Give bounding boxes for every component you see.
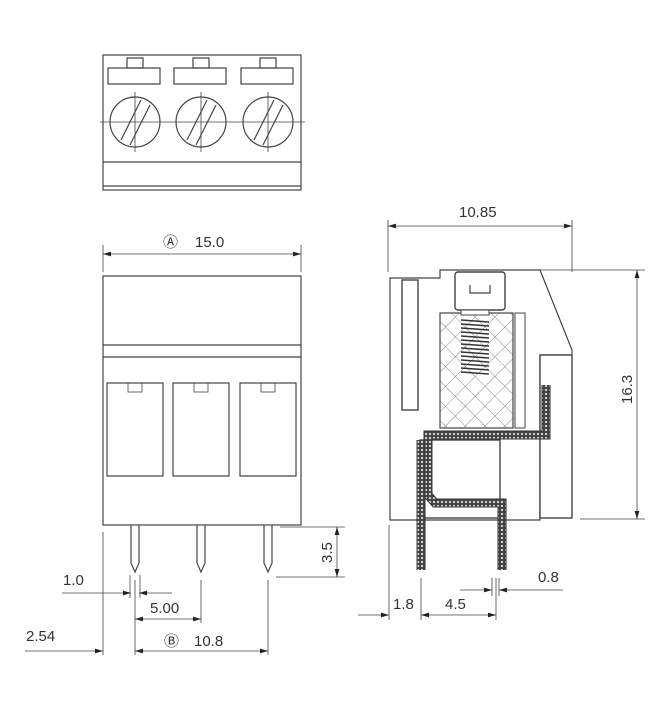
terminal-opening [173,67,227,85]
marker-a: Ⓐ [163,234,178,251]
dim-side-offset-label: 1.8 [393,596,414,613]
terminal-latch [126,57,144,69]
wire-entry-window [239,382,297,477]
dim-height-label: 16.3 [619,375,636,404]
dim-pin-width-label: 1.0 [63,572,84,589]
dim-pin-span-label: 10.8 [194,633,223,650]
dim-depth-label: 10.85 [459,204,497,221]
dim-pin-length-label: 3.5 [319,542,336,563]
dim-pin-thickness-label: 0.8 [538,569,559,586]
terminal-opening [107,67,161,85]
dim-pitch-label: 5.00 [150,600,179,617]
pin [130,525,140,574]
terminal-latch [192,57,210,69]
pin [196,525,206,574]
front-view: Ⓐ 15.0 3.5 1.0 5.00 2.54 Ⓑ 10.8 [25,234,345,655]
top-view [100,54,305,191]
wire-entry-window [106,382,164,477]
dim-side-spacing-label: 4.5 [445,596,466,613]
side-view: 10.85 16.3 1.8 4.5 0.8 [358,204,645,620]
terminal-opening [240,67,294,85]
terminal-latch [259,57,277,69]
pin [263,525,273,574]
dim-width-label: 15.0 [195,234,224,251]
dim-edge-offset-label: 2.54 [26,628,55,645]
wire-entry-window [172,382,230,477]
marker-b: Ⓑ [164,633,179,650]
